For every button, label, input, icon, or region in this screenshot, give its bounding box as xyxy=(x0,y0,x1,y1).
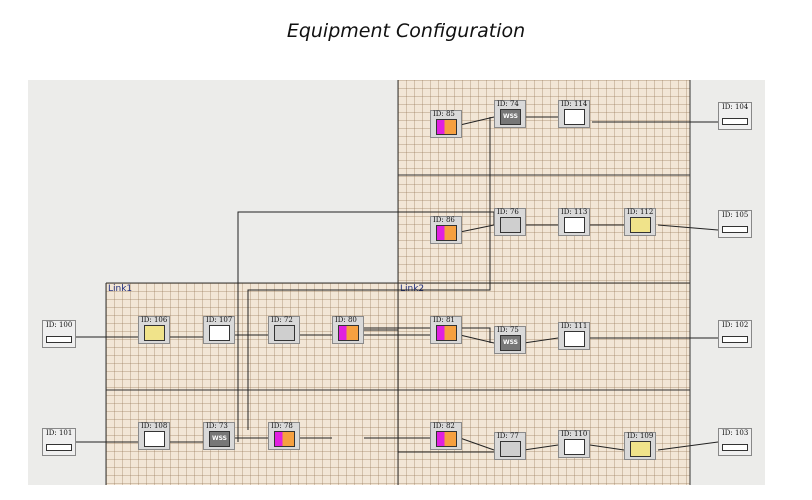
port-bar xyxy=(46,336,72,343)
component-node-114[interactable]: ID: 114 xyxy=(558,100,590,128)
node-id-label: ID: 75 xyxy=(497,326,519,334)
component-node-113[interactable]: ID: 113 xyxy=(558,208,590,236)
port-node-102[interactable]: ID: 102 xyxy=(718,320,752,348)
node-id-label: ID: 82 xyxy=(433,422,455,430)
filter-icon xyxy=(436,325,457,341)
amplifier-icon xyxy=(209,325,230,341)
amplifier-icon xyxy=(564,331,585,347)
node-id-label: ID: 110 xyxy=(561,430,588,438)
component-node-108[interactable]: ID: 108 xyxy=(138,422,170,450)
node-id-label: ID: 103 xyxy=(722,429,749,437)
component-node-76[interactable]: ID: 76 xyxy=(494,208,526,236)
port-bar xyxy=(46,444,72,451)
wss-icon: WSS xyxy=(209,431,230,447)
node-id-label: ID: 77 xyxy=(497,432,519,440)
node-id-label: ID: 73 xyxy=(206,422,228,430)
component-node-72[interactable]: ID: 72 xyxy=(268,316,300,344)
node-id-label: ID: 78 xyxy=(271,422,293,430)
group-label-link1: Link1 xyxy=(108,284,133,294)
amplifier-icon xyxy=(564,439,585,455)
amplifier-icon xyxy=(564,217,585,233)
component-node-80[interactable]: ID: 80 xyxy=(332,316,364,344)
port-node-100[interactable]: ID: 100 xyxy=(42,320,76,348)
component-node-77[interactable]: ID: 77 xyxy=(494,432,526,460)
node-id-label: ID: 81 xyxy=(433,316,455,324)
component-node-82[interactable]: ID: 82 xyxy=(430,422,462,450)
amplifier-icon xyxy=(564,109,585,125)
node-id-label: ID: 74 xyxy=(497,100,519,108)
component-node-111[interactable]: ID: 111 xyxy=(558,322,590,350)
component-node-106[interactable]: ID: 106 xyxy=(138,316,170,344)
component-node-75[interactable]: ID: 75 WSS xyxy=(494,326,526,354)
node-id-label: ID: 80 xyxy=(335,316,357,324)
node-id-label: ID: 104 xyxy=(722,103,749,111)
multiplexer-icon xyxy=(274,325,295,341)
node-id-label: ID: 86 xyxy=(433,216,455,224)
node-id-label: ID: 109 xyxy=(627,432,654,440)
filter-icon xyxy=(274,431,295,447)
node-id-label: ID: 108 xyxy=(141,422,168,430)
filter-icon xyxy=(338,325,359,341)
component-node-85[interactable]: ID: 85 xyxy=(430,110,462,138)
component-node-112[interactable]: ID: 112 xyxy=(624,208,656,236)
phase-shifter-icon xyxy=(144,325,165,341)
node-id-label: ID: 101 xyxy=(46,429,73,437)
component-node-73[interactable]: ID: 73 WSS xyxy=(203,422,235,450)
port-node-103[interactable]: ID: 103 xyxy=(718,428,752,456)
node-id-label: ID: 114 xyxy=(561,100,588,108)
diagram-canvas[interactable]: Link1 Link2 xyxy=(28,80,765,485)
node-id-label: ID: 102 xyxy=(722,321,749,329)
component-node-81[interactable]: ID: 81 xyxy=(430,316,462,344)
component-node-78[interactable]: ID: 78 xyxy=(268,422,300,450)
node-id-label: ID: 112 xyxy=(627,208,654,216)
wss-icon: WSS xyxy=(500,109,521,125)
phase-shifter-icon xyxy=(630,441,651,457)
node-id-label: ID: 107 xyxy=(206,316,233,324)
group-label-link2: Link2 xyxy=(400,284,425,294)
phase-shifter-icon xyxy=(630,217,651,233)
node-id-label: ID: 100 xyxy=(46,321,73,329)
component-node-86[interactable]: ID: 86 xyxy=(430,216,462,244)
filter-icon xyxy=(436,119,457,135)
multiplexer-icon xyxy=(500,217,521,233)
port-node-105[interactable]: ID: 105 xyxy=(718,210,752,238)
page-title: Equipment Configuration xyxy=(286,20,526,42)
port-bar xyxy=(722,226,748,233)
node-id-label: ID: 76 xyxy=(497,208,519,216)
port-bar xyxy=(722,336,748,343)
node-id-label: ID: 106 xyxy=(141,316,168,324)
component-node-107[interactable]: ID: 107 xyxy=(203,316,235,344)
node-id-label: ID: 113 xyxy=(561,208,588,216)
filter-icon xyxy=(436,431,457,447)
port-node-104[interactable]: ID: 104 xyxy=(718,102,752,130)
component-node-110[interactable]: ID: 110 xyxy=(558,430,590,458)
wss-icon: WSS xyxy=(500,335,521,351)
component-node-109[interactable]: ID: 109 xyxy=(624,432,656,460)
node-id-label: ID: 85 xyxy=(433,110,455,118)
port-bar xyxy=(722,118,748,125)
port-bar xyxy=(722,444,748,451)
node-id-label: ID: 111 xyxy=(561,322,588,330)
node-id-label: ID: 72 xyxy=(271,316,293,324)
node-id-label: ID: 105 xyxy=(722,211,749,219)
multiplexer-icon xyxy=(500,441,521,457)
amplifier-icon xyxy=(144,431,165,447)
component-node-74[interactable]: ID: 74 WSS xyxy=(494,100,526,128)
port-node-101[interactable]: ID: 101 xyxy=(42,428,76,456)
filter-icon xyxy=(436,225,457,241)
